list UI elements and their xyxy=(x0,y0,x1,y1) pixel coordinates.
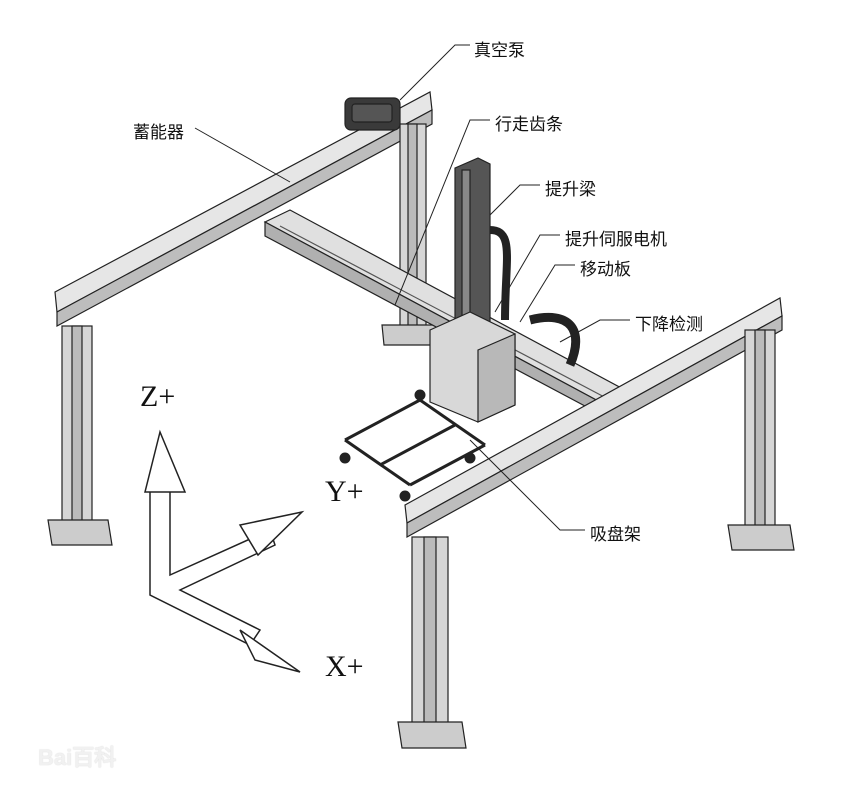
label-lift-beam: 提升梁 xyxy=(545,180,596,200)
z-arrowhead xyxy=(144,429,187,493)
label-descent-detection: 下降检测 xyxy=(635,315,703,335)
baidu-watermark: Bai百科 xyxy=(38,745,117,770)
label-lift-servo-motor: 提升伺服电机 xyxy=(565,230,667,250)
label-suction-cup-frame: 吸盘架 xyxy=(590,525,641,545)
left-post xyxy=(47,325,113,546)
suction-frame xyxy=(339,389,486,502)
rear-beam xyxy=(54,91,433,328)
leader-lines xyxy=(194,44,630,531)
label-vacuum-pump: 真空泵 xyxy=(474,41,525,61)
axis-label-y: Y+ xyxy=(325,475,364,508)
front-beam xyxy=(404,297,783,539)
label-travel-rack: 行走齿条 xyxy=(495,115,563,135)
axis-label-z: Z+ xyxy=(140,380,176,413)
label-moving-plate: 移动板 xyxy=(580,260,631,280)
axis-arrows xyxy=(144,429,305,673)
label-accumulator: 蓄能器 xyxy=(133,123,184,143)
y-arrowhead xyxy=(238,510,305,557)
moving-box xyxy=(429,311,581,423)
vacuum-pump xyxy=(344,97,401,131)
axis-label-x: X+ xyxy=(325,650,364,683)
x-arrowhead xyxy=(239,629,301,673)
front-left-post xyxy=(397,536,467,749)
lift-beam xyxy=(454,157,511,351)
front-right-post xyxy=(727,329,795,551)
